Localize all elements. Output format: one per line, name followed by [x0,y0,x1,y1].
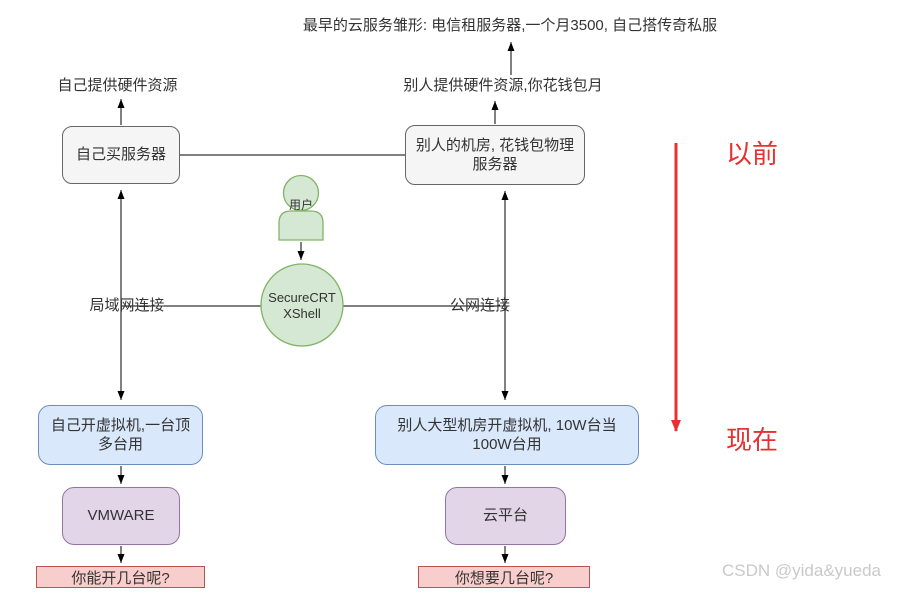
right-hw-label: 别人提供硬件资源,你花钱包月 [403,77,603,94]
box-other-datacenter: 别人的机房, 花钱包物理服务器 [405,125,585,185]
user-label: 用户 [288,198,313,212]
left-hw-label: 自己提供硬件资源 [57,77,178,94]
box-self-vm: 自己开虚拟机,一台顶多台用 [38,405,203,465]
box-vmware: VMWARE [62,487,180,545]
box-other-vm: 别人大型机房开虚拟机, 10W台当100W台用 [375,405,639,465]
box-cloud-platform: 云平台 [445,487,566,545]
timeline-past-label: 以前 [726,139,779,169]
lan-label: 局域网连接 [89,297,165,314]
watermark: CSDN @yida&yueda [722,561,881,580]
bar-question-right: 你想要几台呢? [418,566,590,588]
user-icon [278,174,324,241]
tool-circle [260,263,344,347]
tool-label: SecureCRT XShell [268,290,336,322]
wan-label: 公网连接 [449,297,510,314]
bar-question-left: 你能开几台呢? [36,566,205,588]
top-note: 最早的云服务雏形: 电信租服务器,一个月3500, 自己搭传奇私服 [302,17,718,34]
box-self-server: 自己买服务器 [62,126,180,184]
timeline-present-label: 现在 [726,425,779,455]
